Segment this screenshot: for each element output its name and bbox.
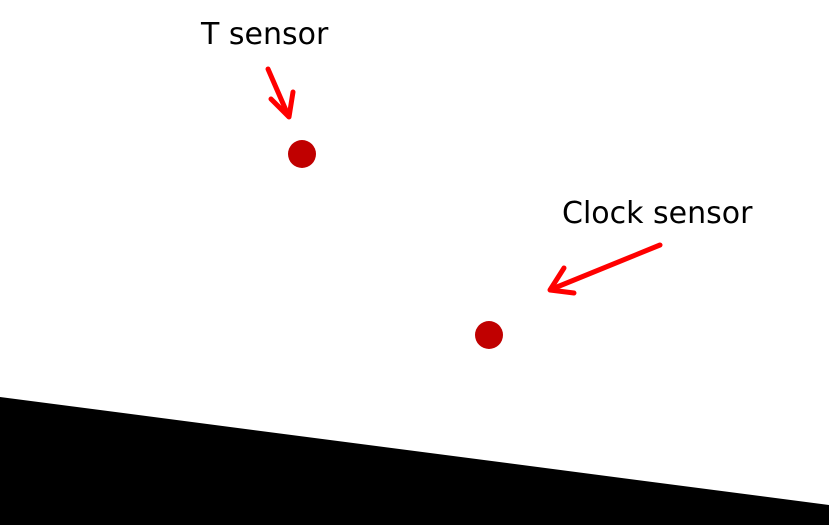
ground-surface: [0, 397, 829, 525]
clock-sensor-dot: [475, 321, 503, 349]
clock-sensor-arrow: [547, 242, 663, 296]
t-sensor-dot: [288, 140, 316, 168]
t-sensor-label: T sensor: [201, 17, 329, 52]
clock-sensor-label: Clock sensor: [562, 196, 753, 231]
t-sensor-arrow: [265, 66, 296, 120]
